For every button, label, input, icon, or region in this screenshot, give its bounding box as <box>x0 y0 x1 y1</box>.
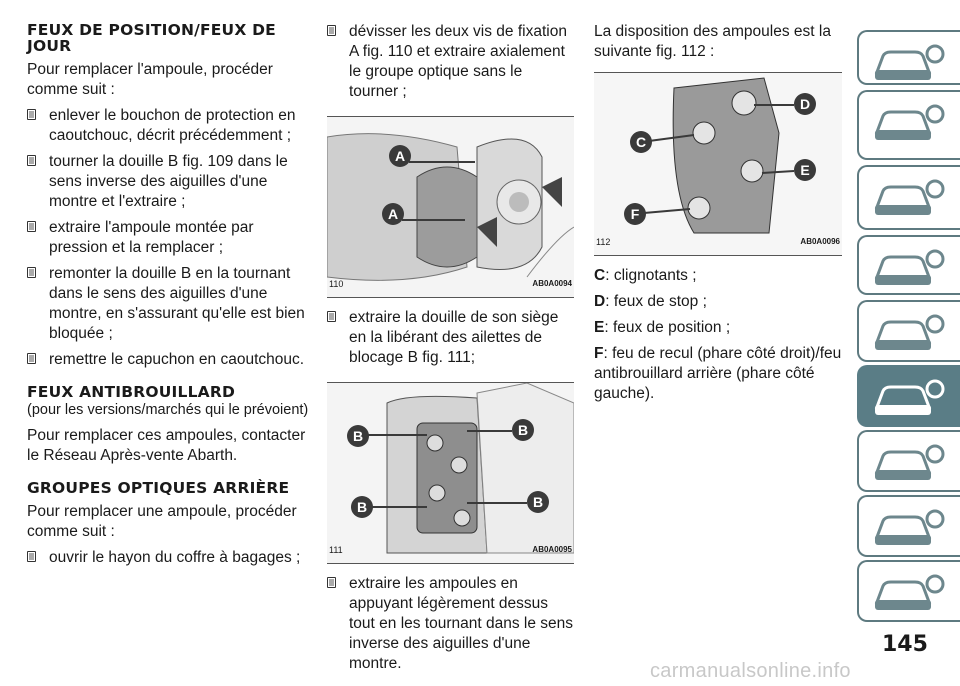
legend-item: D: feux de stop ; <box>594 292 844 312</box>
steps-list-1: enlever le bouchon de protection en caou… <box>27 106 312 370</box>
checkbox-bullet-icon <box>27 221 36 232</box>
lamp-holder-illustration <box>327 383 574 563</box>
callout-A-1: A <box>389 145 411 167</box>
bulb-legend: C: clignotants ;D: feux de stop ;E: feux… <box>594 266 844 404</box>
breakdown-warning-icon <box>874 379 945 415</box>
heading-antibrouillard-note: (pour les versions/marchés qui le prévoi… <box>27 402 309 418</box>
steering-key-tab[interactable] <box>857 300 960 362</box>
legend-item: E: feux de position ; <box>594 318 844 338</box>
warning-lights-tab[interactable] <box>857 165 960 230</box>
legend-text: : feux de stop ; <box>605 293 707 310</box>
watermark: carmanualsonline.info <box>650 660 851 682</box>
list-item: remettre le capuchon en caoutchouc. <box>27 350 312 370</box>
index-letters-tab[interactable] <box>857 560 960 622</box>
breakdown-warning-tab[interactable] <box>857 365 960 427</box>
legend-key: D <box>594 293 606 310</box>
callout-B-2: B <box>512 419 534 441</box>
steps-list-3: ouvrir le hayon du coffre à bagages ; <box>27 548 312 568</box>
checkbox-bullet-icon <box>27 353 36 364</box>
groupes-paragraph: Pour remplacer une ampoule, procéder com… <box>27 503 297 540</box>
index-letters-icon <box>874 574 945 610</box>
list-item: ouvrir le hayon du coffre à bagages ; <box>27 548 312 568</box>
warning-lights-icon <box>874 179 945 215</box>
seat-airbag-tab[interactable] <box>857 235 960 295</box>
legend-key: F <box>594 345 604 362</box>
antibrouillard-paragraph: Pour remplacer ces ampoules, contacter l… <box>27 427 306 464</box>
figure-number: 111 <box>329 545 343 555</box>
intro-paragraph: Pour remplacer l'ampoule, procéder comme… <box>27 61 273 98</box>
callout-C: C <box>630 131 652 153</box>
callout-F: F <box>624 203 646 225</box>
callout-B-4: B <box>527 491 549 513</box>
car-search-icon <box>874 44 945 80</box>
steering-key-icon <box>874 314 945 350</box>
checkbox-bullet-icon <box>27 155 36 166</box>
bulb-layout-intro: La disposition des ampoules est la suiva… <box>594 23 831 60</box>
figure-code: AB0A0094 <box>532 279 572 288</box>
figure-111: B B B B 111 AB0A0095 <box>327 382 574 564</box>
callout-A-2: A <box>382 203 404 225</box>
figure-110: A A 110 AB0A0094 <box>327 116 574 298</box>
legend-text: : feu de recul (phare côté droit)/feu an… <box>594 345 842 402</box>
car-search-tab[interactable] <box>857 30 960 85</box>
rear-light-removal-illustration <box>327 117 574 297</box>
car-info-tab[interactable] <box>857 90 960 160</box>
heading-feux-position: FEUX DE POSITION/FEUX DE JOUR <box>27 21 276 55</box>
figure-code: AB0A0096 <box>800 237 840 246</box>
heading-groupes-optiques: GROUPES OPTIQUES ARRIÈRE <box>27 479 290 497</box>
list-item: tourner la douille B fig. 109 dans le se… <box>27 152 312 212</box>
car-info-icon <box>874 104 945 140</box>
checkbox-bullet-icon <box>27 551 36 562</box>
legend-key: E <box>594 319 605 336</box>
checkbox-bullet-icon <box>327 577 336 588</box>
list-item: remonter la douille B en la tournant dan… <box>27 264 312 344</box>
figure-number: 112 <box>596 237 611 247</box>
specs-gear-tab[interactable] <box>857 495 960 557</box>
figure-code: AB0A0095 <box>532 545 572 554</box>
list-item: enlever le bouchon de protection en caou… <box>27 106 312 146</box>
figure-112: C D E F 112 AB0A0096 <box>594 72 842 256</box>
legend-text: : clignotants ; <box>605 267 697 284</box>
legend-item: F: feu de recul (phare côté droit)/feu a… <box>594 344 844 404</box>
figure-number: 110 <box>329 279 344 289</box>
callout-B-3: B <box>351 496 373 518</box>
checkbox-bullet-icon <box>27 267 36 278</box>
callout-D: D <box>794 93 816 115</box>
specs-gear-icon <box>874 509 945 545</box>
list-item: extraire l'ampoule montée par pression e… <box>27 218 312 258</box>
seat-airbag-icon <box>874 249 945 285</box>
list-item: dévisser les deux vis de fixation A fig.… <box>327 22 574 102</box>
list-item: extraire la douille de son siège en la l… <box>327 308 574 368</box>
page-number: 145 <box>882 632 928 657</box>
column-3: La disposition des ampoules est la suiva… <box>594 22 844 410</box>
checkbox-bullet-icon <box>327 25 336 36</box>
car-maintenance-tab[interactable] <box>857 430 960 492</box>
checkbox-bullet-icon <box>27 109 36 120</box>
legend-text: : feux de position ; <box>604 319 731 336</box>
legend-item: C: clignotants ; <box>594 266 844 286</box>
legend-key: C <box>594 267 606 284</box>
column-2: dévisser les deux vis de fixation A fig.… <box>327 22 574 680</box>
callout-E: E <box>794 159 816 181</box>
callout-B-1: B <box>347 425 369 447</box>
checkbox-bullet-icon <box>327 311 336 322</box>
heading-antibrouillard: FEUX ANTIBROUILLARD <box>27 383 236 401</box>
column-1: FEUX DE POSITION/FEUX DE JOUR Pour rempl… <box>27 22 312 574</box>
list-item: extraire les ampoules en appuyant légère… <box>327 574 574 674</box>
car-maintenance-icon <box>874 444 945 480</box>
